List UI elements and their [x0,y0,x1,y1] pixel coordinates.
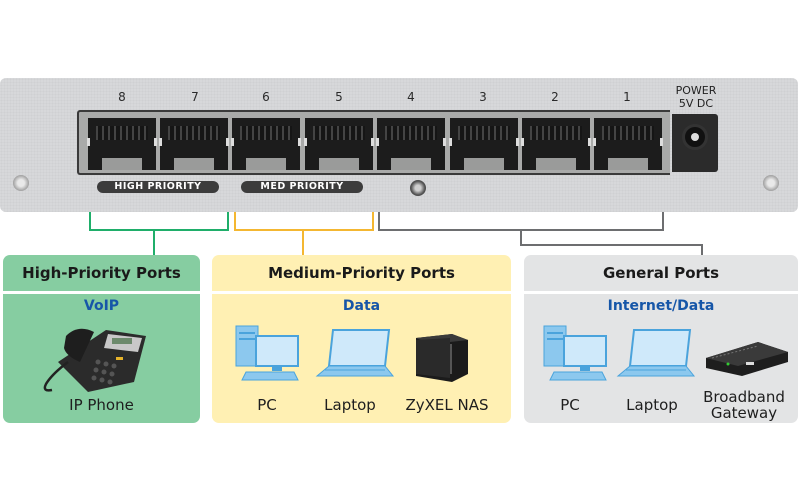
laptop-icon [616,329,696,377]
ethernet-port-8 [87,118,157,170]
device-label: PC [560,396,580,414]
device-label: Laptop [324,396,376,414]
desktop-pc-icon [543,325,607,381]
port-number-3: 3 [479,90,487,104]
power-label: POWER [675,84,717,97]
panel-title: High-Priority Ports [22,264,181,282]
port-number-1: 1 [623,90,631,104]
screw-icon [410,180,426,196]
desktop-pc-icon [235,325,299,381]
general-panel: General Ports Internet/Data PC Laptop Br… [524,255,798,423]
port-number-4: 4 [407,90,415,104]
panel-subtitle: Data [342,298,381,314]
ethernet-port-5 [304,118,374,170]
ethernet-port-7 [159,118,229,170]
panel-subtitle: VoIP [83,298,120,314]
power-jack-pin [691,133,699,141]
device-label: Laptop [626,396,678,414]
ip-phone-icon [43,328,146,392]
device-label: IP Phone [69,396,134,414]
general-bracket [378,212,664,231]
med-priority-badge: MED PRIORITY [241,181,363,193]
device-label: PC [257,396,277,414]
panel-subtitle: Internet/Data [607,298,715,314]
ethernet-port-2 [521,118,591,170]
port-number-6: 6 [262,90,270,104]
device-label-line1: Broadband [703,388,785,406]
medium-priority-bracket [234,212,374,231]
laptop-icon [315,329,395,377]
port-number-2: 2 [551,90,559,104]
screw-icon [13,175,29,191]
medium-priority-panel: Medium-Priority Ports Data PC Laptop ZyX… [212,255,511,423]
device-label: ZyXEL NAS [405,396,489,414]
high-priority-bracket [89,212,229,231]
general-connector [520,230,703,255]
device-label-line2: Gateway [710,404,778,422]
high-priority-panel: High-Priority Ports VoIP IP Phone [3,255,200,423]
ethernet-port-6 [231,118,301,170]
high-priority-badge: HIGH PRIORITY [97,181,219,193]
panel-title: General Ports [602,264,719,282]
power-voltage-label: 5V DC [678,97,714,110]
ethernet-port-3 [449,118,519,170]
port-number-8: 8 [118,90,126,104]
nas-icon [416,334,468,382]
ethernet-port-4 [376,118,446,170]
screw-icon [763,175,779,191]
panel-title: Medium-Priority Ports [268,264,455,282]
connector-lines [89,212,703,255]
gateway-router-icon [706,342,788,376]
ethernet-port-1 [593,118,663,170]
port-number-7: 7 [191,90,199,104]
port-number-5: 5 [335,90,343,104]
